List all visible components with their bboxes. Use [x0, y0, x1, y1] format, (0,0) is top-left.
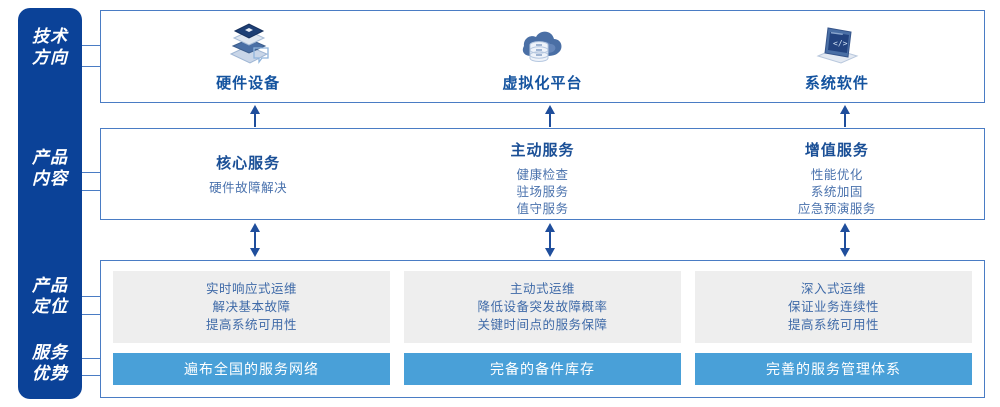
- connector-tech-upper: [82, 45, 101, 46]
- positioning-line: 深入式运维: [800, 282, 866, 296]
- tech-label-virtualization: 虚拟化平台: [502, 75, 583, 92]
- rail-label-line: 优势: [32, 364, 68, 383]
- positioning-and-advantage-panel: 实时响应式运维 解决基本故障 提高系统可用性 主动式运维 降低设备突发故障概率 …: [100, 260, 985, 398]
- arrow-bidirectional-realtime: [248, 222, 262, 263]
- content-item: 系统加固: [810, 185, 863, 199]
- connector-advantage-upper: [82, 358, 101, 359]
- positioning-box-deep[interactable]: 深入式运维 保证业务连续性 提高系统可用性: [695, 271, 972, 343]
- positioning-line: 主动式运维: [509, 282, 575, 296]
- connector-content-lower: [82, 190, 101, 191]
- positioning-row: 实时响应式运维 解决基本故障 提高系统可用性 主动式运维 降低设备突发故障概率 …: [113, 271, 972, 343]
- product-content-panel: 核心服务 硬件故障解决 主动服务 健康检查 驻场服务 值守服务 增值服务 性能优…: [100, 128, 985, 220]
- content-title-core-service: 核心服务: [216, 154, 281, 172]
- advantage-bar-spare-parts[interactable]: 完备的备件库存: [404, 353, 681, 385]
- connector-tech-lower: [82, 66, 101, 67]
- connector-advantage-lower: [82, 375, 101, 376]
- positioning-line: 解决基本故障: [212, 300, 291, 314]
- content-column-proactive-service[interactable]: 主动服务 健康检查 驻场服务 值守服务: [395, 129, 689, 219]
- rail-label-line: 产品: [32, 148, 68, 167]
- content-item: 硬件故障解决: [209, 180, 288, 195]
- rail-label-line: 方向: [32, 48, 68, 67]
- arrow-up-system-software: [838, 104, 852, 133]
- content-title-value-added-service: 增值服务: [804, 142, 869, 159]
- content-item: 值守服务: [516, 202, 569, 216]
- arrow-up-hardware: [248, 104, 262, 133]
- content-item: 应急预演服务: [797, 202, 876, 216]
- arrow-bidirectional-proactive: [543, 222, 557, 263]
- positioning-box-proactive[interactable]: 主动式运维 降低设备突发故障概率 关键时间点的服务保障: [404, 271, 681, 343]
- positioning-line: 提高系统可用性: [787, 318, 879, 332]
- category-rail: [18, 8, 82, 399]
- content-column-core-service[interactable]: 核心服务 硬件故障解决: [101, 129, 395, 219]
- positioning-line: 降低设备突发故障概率: [477, 300, 608, 314]
- positioning-line: 提高系统可用性: [205, 318, 297, 332]
- content-title-proactive-service: 主动服务: [510, 142, 575, 159]
- positioning-line: 实时响应式运维: [205, 282, 297, 296]
- positioning-box-realtime[interactable]: 实时响应式运维 解决基本故障 提高系统可用性: [113, 271, 390, 343]
- svg-text:</>: </>: [833, 39, 848, 48]
- connector-content-upper: [82, 172, 101, 173]
- advantage-bar-management-system[interactable]: 完善的服务管理体系: [695, 353, 972, 385]
- connector-position-upper: [82, 296, 101, 297]
- technology-direction-panel: 硬件设备 虚拟化平台: [100, 10, 985, 103]
- connector-position-lower: [82, 314, 101, 315]
- rail-item-product-position: 产品 定位: [18, 275, 82, 317]
- content-item: 驻场服务: [516, 185, 569, 199]
- advantage-row: 遍布全国的服务网络 完备的备件库存 完善的服务管理体系: [113, 353, 972, 385]
- advantage-bar-nationwide-network[interactable]: 遍布全国的服务网络: [113, 353, 390, 385]
- tech-label-system-software: 系统软件: [804, 75, 869, 92]
- rail-label-line: 内容: [32, 169, 68, 188]
- arrow-up-virtualization: [543, 104, 557, 133]
- laptop-code-icon: </>: [810, 20, 864, 66]
- rail-label-line: 技术: [32, 27, 68, 46]
- positioning-line: 保证业务连续性: [787, 300, 879, 314]
- rail-item-service-advantage: 服务 优势: [18, 342, 82, 384]
- content-item: 健康检查: [516, 168, 569, 182]
- rail-label-line: 定位: [32, 297, 68, 316]
- rail-label-line: 产品: [32, 276, 68, 295]
- content-item: 性能优化: [810, 168, 863, 182]
- server-stack-icon: [221, 20, 275, 66]
- rail-label-line: 服务: [32, 343, 68, 362]
- cloud-database-icon: [515, 20, 569, 66]
- tech-column-system-software[interactable]: </> 系统软件: [690, 11, 984, 102]
- tech-column-virtualization[interactable]: 虚拟化平台: [395, 11, 689, 102]
- content-column-value-added-service[interactable]: 增值服务 性能优化 系统加固 应急预演服务: [690, 129, 984, 219]
- tech-column-hardware[interactable]: 硬件设备: [101, 11, 395, 102]
- tech-label-hardware: 硬件设备: [216, 75, 281, 92]
- rail-item-product-content: 产品 内容: [18, 147, 82, 189]
- arrow-bidirectional-deep: [838, 222, 852, 263]
- rail-item-tech-direction: 技术 方向: [18, 26, 82, 68]
- positioning-line: 关键时间点的服务保障: [477, 318, 608, 332]
